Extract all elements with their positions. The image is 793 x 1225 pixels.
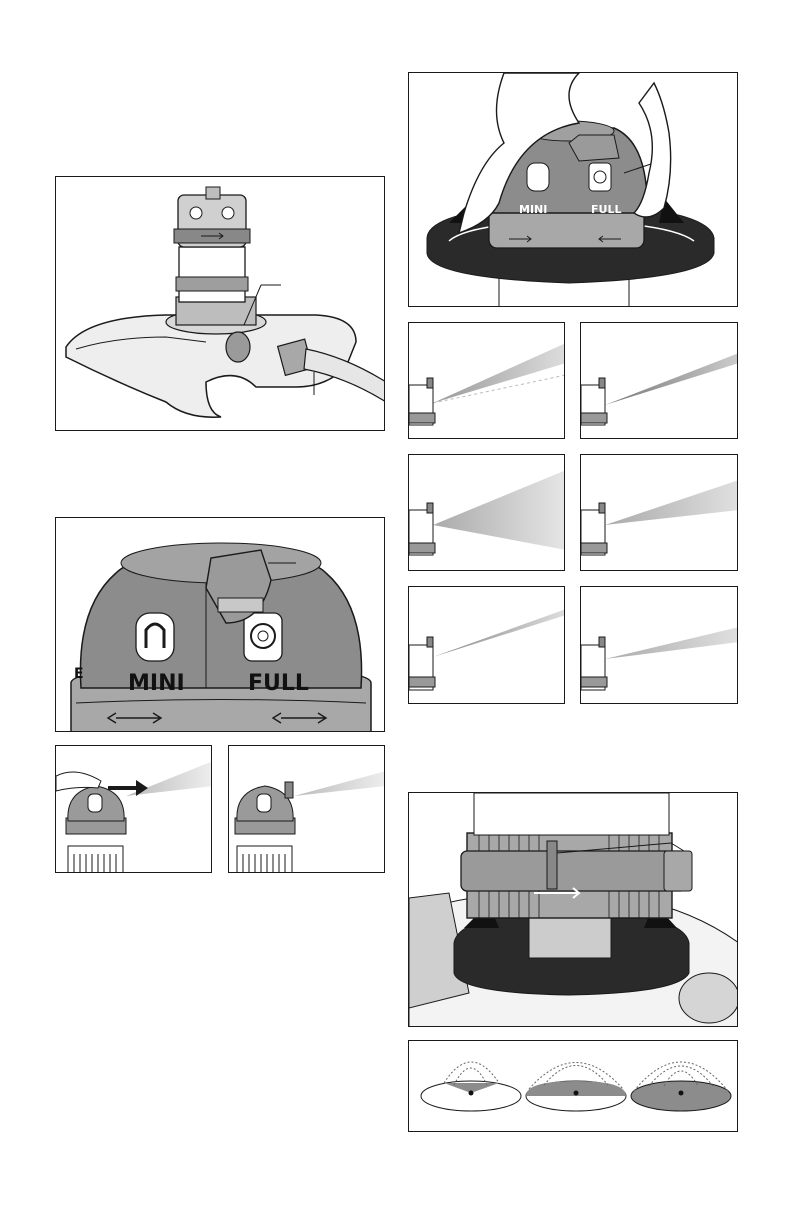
- mini-label-large: MINI: [128, 671, 185, 696]
- spray-pattern-5: [408, 586, 565, 704]
- figure-head-closeup: MINI FULL E: [55, 517, 385, 732]
- spray-pattern-1: [408, 322, 565, 439]
- figure-sprinkler-base: [55, 176, 385, 431]
- figure-coverage-arcs: [408, 1040, 738, 1132]
- full-label: FULL: [591, 203, 621, 216]
- mini-label: MINI: [519, 203, 547, 216]
- spray-pattern-3: [408, 454, 565, 571]
- spray-pattern-4: [580, 454, 738, 571]
- spray-pattern-6: [580, 586, 738, 704]
- full-label-large: FULL: [248, 671, 309, 696]
- figure-arc-collar: [408, 792, 738, 1027]
- figure-lever-set: [228, 745, 385, 873]
- figure-push-lever: [55, 745, 212, 873]
- edge-letter: E: [74, 666, 84, 682]
- figure-turn-head: MINI FULL: [408, 72, 738, 307]
- spray-pattern-2: [580, 322, 738, 439]
